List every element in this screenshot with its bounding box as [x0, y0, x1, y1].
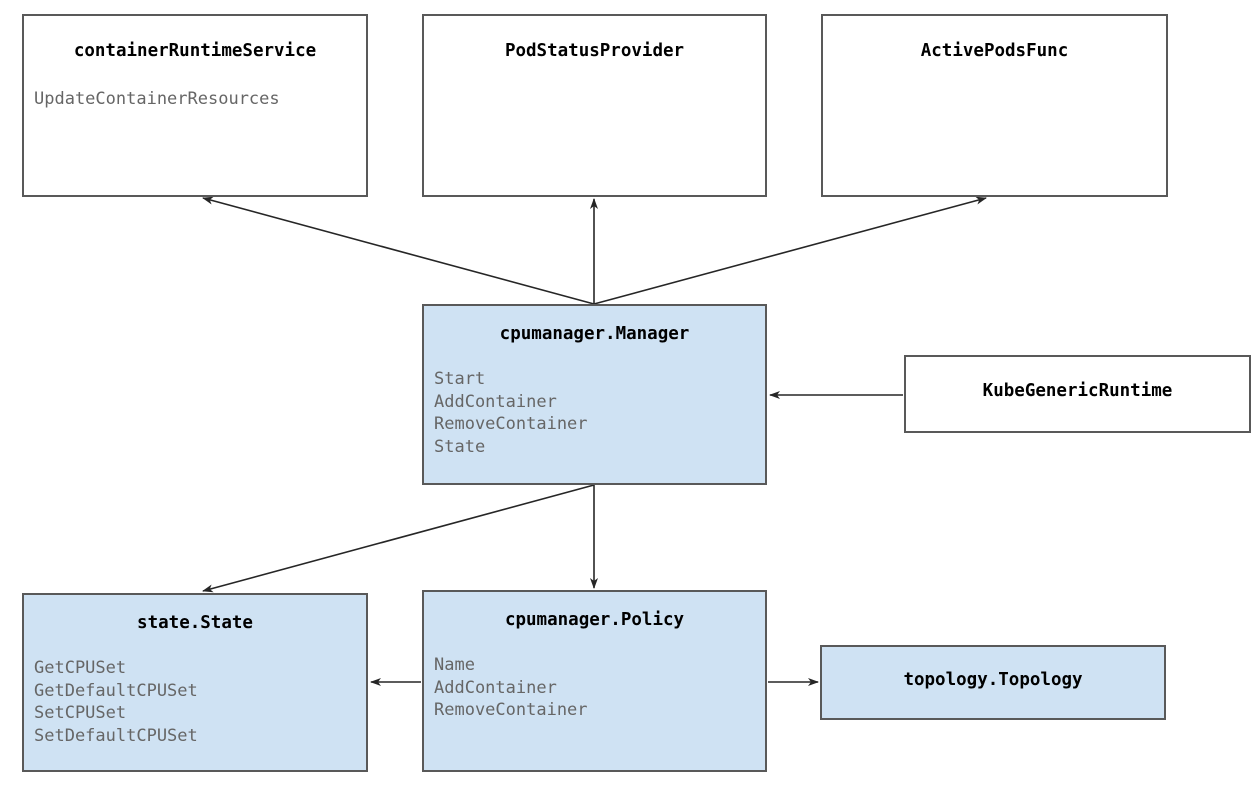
node-method-item: SetCPUSet: [34, 703, 127, 723]
node-title-kube-generic-runtime: KubeGenericRuntime: [982, 381, 1173, 401]
node-title-state-state: state.State: [137, 613, 253, 633]
node-title-cpumanager-manager: cpumanager.Manager: [499, 324, 690, 344]
node-method-item: Start: [434, 369, 486, 389]
node-method-item: RemoveContainer: [434, 700, 588, 720]
edge-manager-to-active-pods-func: [593, 196, 987, 305]
node-method-item: AddContainer: [434, 677, 557, 698]
edge-manager-to-state-state: [202, 484, 595, 593]
node-title-topology-topology: topology.Topology: [903, 670, 1083, 690]
node-title-container-runtime-service: containerRuntimeService: [73, 41, 317, 61]
edge-manager-to-container-runtime-service: [202, 196, 595, 305]
node-method-item: RemoveContainer: [434, 414, 588, 434]
node-method-item: GetDefaultCPUSet: [34, 680, 198, 701]
node-title-cpumanager-policy: cpumanager.Policy: [504, 610, 685, 630]
node-title-active-pods-func: ActivePodsFunc: [920, 41, 1069, 61]
node-pod-status-provider[interactable]: PodStatusProvider: [422, 14, 767, 197]
node-topology-topology[interactable]: topology.Topology: [820, 645, 1166, 720]
node-method-item: GetCPUSet: [34, 658, 127, 678]
node-active-pods-func[interactable]: ActivePodsFunc: [821, 14, 1168, 197]
node-method-item: UpdateContainerResources: [34, 89, 280, 109]
node-method-item: SetDefaultCPUSet: [34, 725, 198, 746]
node-methods-container-runtime-service: UpdateContainerResources: [34, 88, 280, 111]
node-title-pod-status-provider: PodStatusProvider: [504, 41, 685, 61]
node-method-item: Name: [434, 655, 475, 675]
node-method-item: AddContainer: [434, 391, 557, 412]
node-kube-generic-runtime[interactable]: KubeGenericRuntime: [904, 355, 1251, 433]
node-method-item: State: [434, 436, 486, 457]
